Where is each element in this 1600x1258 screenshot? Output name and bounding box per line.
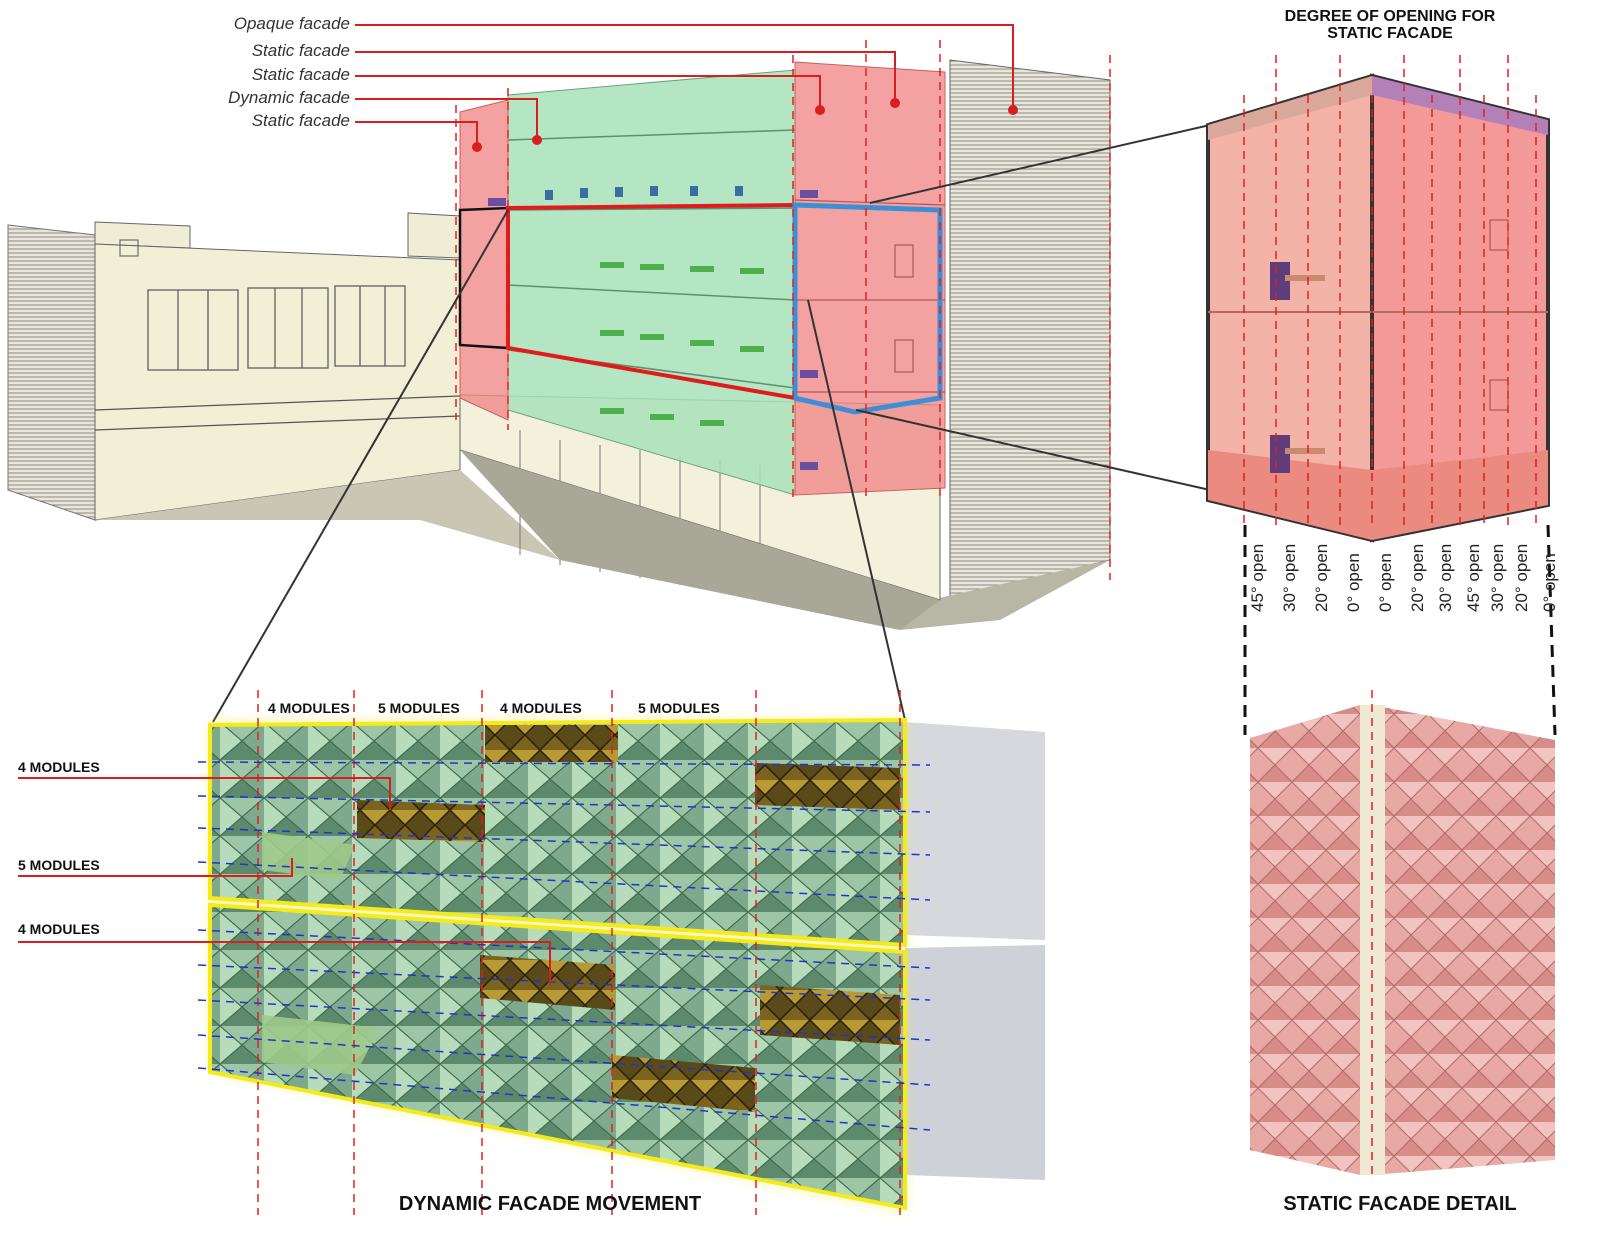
opening-label: 30° open — [1280, 543, 1299, 612]
opening-label: 20° open — [1408, 543, 1427, 612]
legend-leaders — [355, 24, 1014, 147]
column-label-1: 4 MODULES — [268, 700, 350, 716]
legend-static-facade-3: Static facade — [251, 111, 350, 130]
module-row-guide — [197, 1067, 931, 1131]
module-row-guide — [197, 861, 931, 901]
opening-label: 30° open — [1488, 543, 1507, 612]
opening-label: 20° open — [1312, 543, 1331, 612]
opening-label: 45° open — [1248, 543, 1267, 612]
module-row-guide — [197, 1034, 931, 1086]
module-row-guide — [197, 999, 931, 1041]
legend-dynamic-facade: Dynamic facade — [228, 88, 350, 107]
static-facade-render — [1250, 690, 1555, 1180]
opening-label: 20° open — [1512, 543, 1531, 612]
static-facade-box — [1206, 73, 1550, 543]
detail-connectors — [1243, 524, 1557, 736]
static-opening-header-line1: DEGREE OF OPENING FOR — [1284, 8, 1496, 25]
module-row-leaders — [18, 777, 551, 985]
column-label-2: 5 MODULES — [378, 700, 460, 716]
row-label-1: 4 MODULES — [18, 759, 100, 775]
opening-label: 0° open — [1376, 553, 1395, 612]
module-row-guide — [197, 929, 931, 969]
main-building — [455, 40, 1111, 630]
opening-label: 30° open — [1436, 543, 1455, 612]
legend-static-facade-2: Static facade — [251, 65, 350, 84]
module-row-guide — [197, 795, 931, 813]
callout-lines — [212, 124, 1211, 723]
module-row-guide — [197, 964, 931, 1001]
row-label-3: 4 MODULES — [18, 921, 100, 937]
opening-label: 0° open — [1540, 553, 1559, 612]
module-row-guide — [197, 761, 931, 766]
module-row-guide — [197, 827, 931, 856]
opening-label: 45° open — [1464, 543, 1483, 612]
dynamic-facade-title: DYNAMIC FACADE MOVEMENT — [398, 1193, 702, 1215]
static-facade-title: STATIC FACADE DETAIL — [1283, 1193, 1517, 1215]
legend-static-facade-1: Static facade — [251, 41, 350, 60]
column-label-4: 5 MODULES — [638, 700, 720, 716]
static-opening-header-line2: STATIC FACADE — [1327, 25, 1453, 42]
column-label-3: 4 MODULES — [500, 700, 582, 716]
dynamic-facade-render — [208, 717, 1045, 1211]
legend-opaque-facade: Opaque facade — [233, 14, 350, 33]
static-opening-header: DEGREE OF OPENING FOR STATIC FACADE — [1250, 8, 1530, 42]
opening-guide-lines — [1243, 55, 1537, 525]
row-label-2: 5 MODULES — [18, 857, 100, 873]
legend-dots — [472, 98, 1018, 152]
opening-label: 0° open — [1344, 553, 1363, 612]
